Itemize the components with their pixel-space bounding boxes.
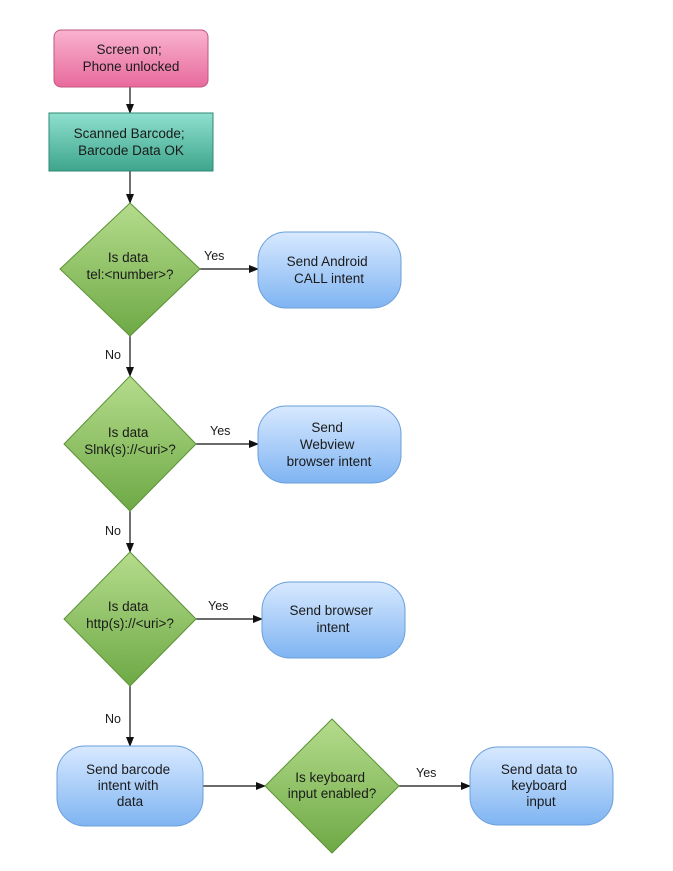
node-decision-http: Is data http(s)://<uri>? (63, 551, 197, 687)
action-barcode-shape (56, 745, 204, 827)
scan-label: Scanned Barcode; Barcode Data OK (74, 126, 189, 158)
decision-tel-shape (59, 202, 201, 337)
decision-slnk-shape (63, 375, 197, 512)
node-action-browser: Send browser intent (261, 581, 406, 659)
action-webview-label: Send Webview browser intent (287, 420, 372, 469)
node-decision-tel: Is data tel:<number>? (59, 202, 201, 337)
action-webview-shape (257, 405, 402, 484)
label-tel-yes: Yes (204, 249, 224, 263)
node-decision-slnk: Is data Slnk(s)://<uri>? (63, 375, 197, 512)
edge-labels: Yes No Yes No Yes No Yes (105, 249, 436, 780)
action-call-label: Send Android CALL intent (287, 254, 372, 286)
node-decision-keyboard: Is keyboard input enabled? (264, 718, 400, 854)
decision-http-label: Is data http(s)://<uri>? (86, 599, 174, 631)
node-action-call: Send Android CALL intent (257, 231, 402, 309)
start-shape (53, 29, 209, 88)
label-keyboard-yes: Yes (416, 766, 436, 780)
action-keyboard-shape (469, 746, 614, 826)
label-slnk-yes: Yes (210, 424, 230, 438)
label-slnk-no: No (105, 524, 121, 538)
decision-keyboard-label: Is keyboard input enabled? (288, 770, 377, 801)
start-label: Screen on; Phone unlocked (83, 42, 180, 74)
decision-slnk-label: Is data Slnk(s)://<uri>? (84, 425, 176, 457)
decision-keyboard-shape (264, 718, 400, 854)
action-call-shape (257, 231, 402, 309)
node-start: Screen on; Phone unlocked (53, 29, 209, 88)
action-barcode-label: Send barcode intent with data (86, 762, 174, 809)
label-http-yes: Yes (208, 599, 228, 613)
action-browser-label: Send browser intent (289, 603, 376, 635)
scan-shape (48, 112, 214, 172)
label-tel-no: No (105, 348, 121, 362)
node-action-barcode: Send barcode intent with data (56, 745, 204, 827)
node-action-webview: Send Webview browser intent (257, 405, 402, 484)
decision-tel-label: Is data tel:<number>? (86, 250, 173, 282)
label-http-no: No (105, 712, 121, 726)
action-browser-shape (261, 581, 406, 659)
action-keyboard-label: Send data to keyboard input (501, 762, 581, 809)
node-scan: Scanned Barcode; Barcode Data OK (48, 112, 214, 172)
node-action-keyboard: Send data to keyboard input (469, 746, 614, 826)
connectors (126, 87, 471, 790)
decision-http-shape (63, 551, 197, 687)
